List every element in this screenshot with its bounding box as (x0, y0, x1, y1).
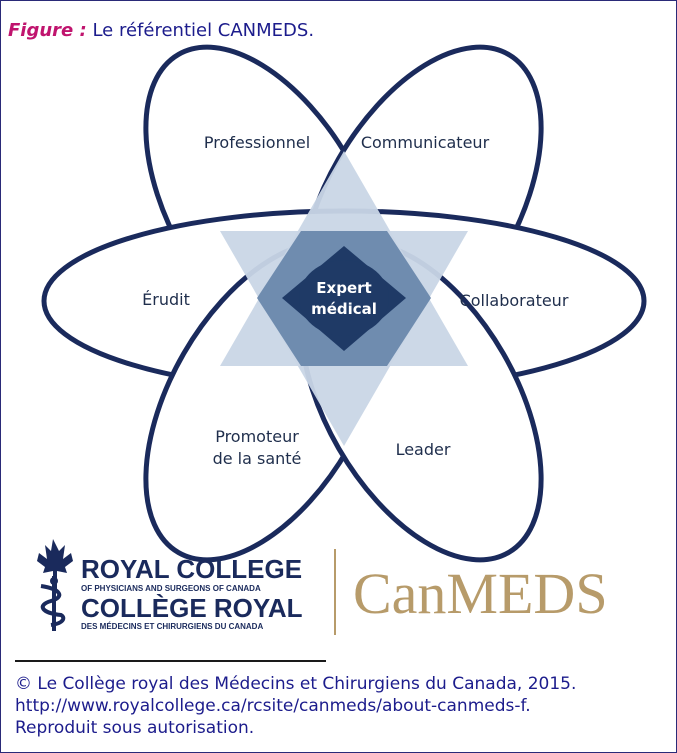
canmeds-diagram: Expert médical Professionnel Communicate… (37, 44, 647, 635)
logo-royal-college: ROYAL COLLEGE (81, 554, 302, 584)
figure-title: Le référentiel CANMEDS. (92, 20, 315, 41)
footnote-rule (15, 660, 326, 662)
outer-petals (41, 44, 647, 563)
label-professionnel: Professionnel (204, 133, 310, 152)
logo-college-royal: COLLÈGE ROYAL (81, 593, 303, 623)
figure-label: Figure : (8, 20, 87, 41)
logo-canmeds: CanMEDS (353, 561, 608, 626)
label-promoteur-line1: Promoteur (215, 427, 299, 446)
figure-caption: Figure : Le référentiel CANMEDS. (8, 20, 314, 41)
center-label-line1: Expert (316, 279, 371, 297)
logo-divider (334, 549, 336, 635)
footnote-line3: Reproduit sous autorisation. (15, 718, 255, 738)
label-erudit: Érudit (142, 290, 190, 309)
label-communicateur: Communicateur (361, 133, 490, 152)
inner-star (220, 151, 468, 446)
footnote: © Le Collège royal des Médecins et Chiru… (15, 673, 576, 739)
label-promoteur-line2: de la santé (213, 449, 302, 468)
center-label-line2: médical (311, 300, 377, 318)
star-center-core (299, 260, 389, 336)
label-collaborateur: Collaborateur (460, 291, 569, 310)
logo-college-royal-sub: DES MÉDECINS ET CHIRURGIENS DU CANADA (81, 622, 263, 631)
footnote-line1: © Le Collège royal des Médecins et Chiru… (15, 674, 577, 694)
label-leader: Leader (396, 440, 451, 459)
footnote-line2: http://www.royalcollege.ca/rcsite/canmed… (15, 696, 531, 716)
logo-royal-college-sub: OF PHYSICIANS AND SURGEONS OF CANADA (81, 584, 261, 593)
royal-college-emblem-icon (37, 539, 73, 631)
